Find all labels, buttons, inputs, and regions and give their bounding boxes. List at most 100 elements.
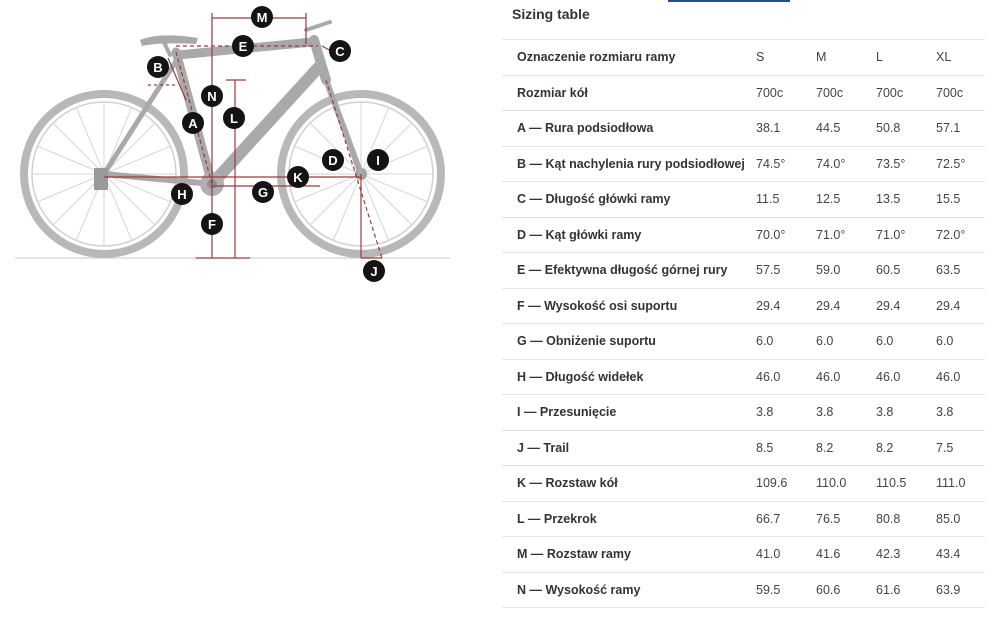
row-label: C — Długość główki ramy <box>502 181 756 217</box>
row-value: 63.5 <box>936 252 985 288</box>
svg-text:A: A <box>188 116 198 131</box>
row-value: 60.6 <box>816 571 876 608</box>
row-value: 80.8 <box>876 500 936 537</box>
marker-m: M <box>251 6 273 28</box>
svg-text:N: N <box>207 89 216 104</box>
row-value: 700c <box>816 74 876 111</box>
page-title: Sizing table <box>512 6 590 22</box>
row-label: D — Kąt główki ramy <box>502 216 756 253</box>
svg-text:G: G <box>258 185 268 200</box>
row-value: 76.5 <box>816 500 876 537</box>
row-value: 3.8 <box>936 394 985 430</box>
row-label: B — Kąt nachylenia rury podsiodłowej <box>502 145 756 182</box>
svg-text:E: E <box>239 39 248 54</box>
marker-c: C <box>329 40 351 62</box>
marker-b: B <box>147 56 169 78</box>
header-size: M <box>816 39 876 75</box>
row-value: 60.5 <box>876 252 936 288</box>
row-label: H — Długość widełek <box>502 358 756 395</box>
row-value: 57.1 <box>936 110 985 146</box>
row-value: 700c <box>756 74 816 111</box>
row-value: 42.3 <box>876 536 936 572</box>
row-label: K — Rozstaw kół <box>502 465 756 501</box>
svg-text:L: L <box>230 111 238 126</box>
row-value: 700c <box>936 74 985 111</box>
marker-a: A <box>182 112 204 134</box>
row-value: 12.5 <box>816 181 876 217</box>
row-value: 61.6 <box>876 571 936 608</box>
marker-h: H <box>171 183 193 205</box>
row-value: 46.0 <box>756 358 816 395</box>
row-value: 29.4 <box>876 287 936 324</box>
row-value: 74.5° <box>756 145 816 182</box>
row-value: 109.6 <box>756 465 816 501</box>
row-value: 63.9 <box>936 571 985 608</box>
row-value: 73.5° <box>876 145 936 182</box>
bike-geometry-diagram: M E C B N A L D I K H G F J <box>15 6 450 282</box>
row-value: 6.0 <box>876 323 936 359</box>
row-value: 8.2 <box>816 429 876 466</box>
row-value: 71.0° <box>876 216 936 253</box>
row-value: 46.0 <box>816 358 876 395</box>
row-value: 3.8 <box>756 394 816 430</box>
row-value: 41.0 <box>756 536 816 572</box>
row-label: A — Rura podsiodłowa <box>502 110 756 146</box>
row-value: 15.5 <box>936 181 985 217</box>
marker-i: I <box>367 149 389 171</box>
row-value: 71.0° <box>816 216 876 253</box>
row-value: 13.5 <box>876 181 936 217</box>
row-value: 59.5 <box>756 571 816 608</box>
top-accent-bar <box>668 0 790 2</box>
row-value: 29.4 <box>936 287 985 324</box>
marker-f: F <box>201 213 223 235</box>
svg-text:B: B <box>153 60 162 75</box>
row-value: 72.0° <box>936 216 985 253</box>
row-value: 3.8 <box>876 394 936 430</box>
row-label: E — Efektywna długość górnej rury <box>502 252 756 288</box>
row-label: J — Trail <box>502 429 756 466</box>
svg-text:H: H <box>177 187 186 202</box>
row-value: 38.1 <box>756 110 816 146</box>
marker-e: E <box>232 35 254 57</box>
row-value: 41.6 <box>816 536 876 572</box>
row-value: 11.5 <box>756 181 816 217</box>
row-value: 46.0 <box>876 358 936 395</box>
row-value: 50.8 <box>876 110 936 146</box>
row-label: M — Rozstaw ramy <box>502 536 756 572</box>
row-value: 70.0° <box>756 216 816 253</box>
row-value: 29.4 <box>816 287 876 324</box>
header-size: L <box>876 39 936 75</box>
svg-text:F: F <box>208 217 216 232</box>
header-size: S <box>756 39 816 75</box>
svg-text:D: D <box>328 153 337 168</box>
svg-text:I: I <box>376 153 380 168</box>
row-label: N — Wysokość ramy <box>502 571 756 608</box>
row-value: 6.0 <box>816 323 876 359</box>
marker-j: J <box>363 260 385 282</box>
row-value: 66.7 <box>756 500 816 537</box>
row-label: I — Przesunięcie <box>502 394 756 430</box>
row-value: 46.0 <box>936 358 985 395</box>
row-value: 3.8 <box>816 394 876 430</box>
marker-d: D <box>322 149 344 171</box>
svg-text:J: J <box>370 264 377 279</box>
marker-n: N <box>201 85 223 107</box>
row-value: 6.0 <box>756 323 816 359</box>
row-value: 111.0 <box>936 465 985 501</box>
marker-g: G <box>252 181 274 203</box>
row-value: 6.0 <box>936 323 985 359</box>
row-value: 700c <box>876 74 936 111</box>
row-value: 110.5 <box>876 465 936 501</box>
